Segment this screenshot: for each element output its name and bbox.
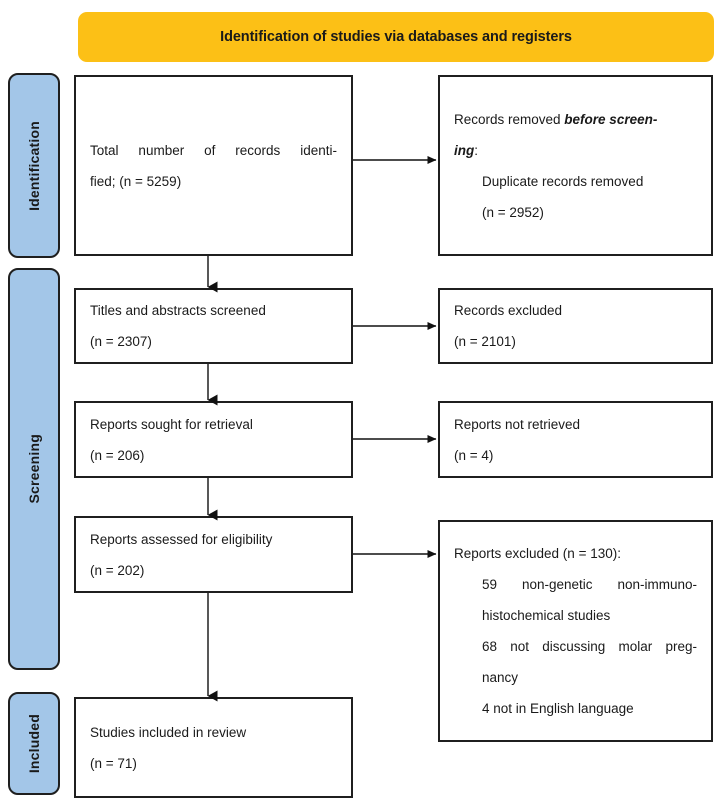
node-reports-excluded-line1: Reports excluded (n = 130): xyxy=(454,546,621,561)
node-studies-included-line1: Studies included in review xyxy=(90,724,247,740)
node-reports-sought-line2: (n = 206) xyxy=(90,447,145,463)
stage-rail-identification: Identification xyxy=(8,73,60,258)
node-reports-assessed-line2: (n = 202) xyxy=(90,562,145,578)
node-reports-excluded-line3: histochemical studies xyxy=(482,608,611,623)
node-records-removed: Records removed before screen- ing: Dupl… xyxy=(438,75,713,256)
phase-banner-identification: Identification of studies via databases … xyxy=(78,12,714,62)
node-records-identified: Total number of records identi- fied; (n… xyxy=(74,75,353,256)
node-reports-excluded-line5: nancy xyxy=(482,670,519,685)
node-records-removed-line2-suffix: : xyxy=(474,142,479,158)
node-titles-abstracts-screened: Titles and abstracts screened (n = 2307) xyxy=(74,288,353,364)
stage-rail-included: Included xyxy=(8,692,60,795)
node-reports-not-retrieved-line1: Reports not retrieved xyxy=(454,416,581,432)
node-reports-sought-line1: Reports sought for retrieval xyxy=(90,416,253,432)
node-reports-excluded: Reports excluded (n = 130): 59 non-genet… xyxy=(438,520,713,742)
node-records-removed-line3: Duplicate records removed xyxy=(482,173,644,189)
node-reports-assessed: Reports assessed for eligibility (n = 20… xyxy=(74,516,353,593)
node-reports-sought: Reports sought for retrieval (n = 206) xyxy=(74,401,353,478)
node-reports-not-retrieved: Reports not retrieved (n = 4) xyxy=(438,401,713,478)
node-reports-not-retrieved-line2: (n = 4) xyxy=(454,447,494,463)
node-records-removed-line2: ing: xyxy=(454,135,697,166)
node-reports-excluded-line2: 59 non-genetic non-immuno- xyxy=(482,577,697,592)
node-records-removed-line1: Records removed before screen- xyxy=(454,104,697,135)
node-records-removed-line4: (n = 2952) xyxy=(482,204,544,220)
node-titles-abstracts-screened-line1: Titles and abstracts screened xyxy=(90,303,266,318)
node-records-excluded-line1: Records excluded xyxy=(454,303,563,318)
phase-banner-label: Identification of studies via databases … xyxy=(220,29,572,45)
node-records-excluded-line2: (n = 2101) xyxy=(454,334,516,349)
node-titles-abstracts-screened-line2: (n = 2307) xyxy=(90,334,152,349)
node-records-identified-line2: fied; (n = 5259) xyxy=(90,173,182,189)
node-records-removed-line1-prefix: Records removed xyxy=(454,111,565,127)
stage-rail-screening: Screening xyxy=(8,268,60,670)
node-reports-excluded-line6: 4 not in English language xyxy=(482,701,634,716)
node-studies-included: Studies included in review (n = 71) xyxy=(74,697,353,798)
node-reports-assessed-line1: Reports assessed for eligibility xyxy=(90,531,273,547)
node-reports-excluded-line4: 68 not discussing molar preg- xyxy=(482,639,697,654)
node-records-removed-line2-italic: ing xyxy=(454,142,475,158)
node-studies-included-line2: (n = 71) xyxy=(90,755,137,771)
node-records-excluded: Records excluded (n = 2101) xyxy=(438,288,713,364)
node-records-identified-line1: Total number of records identi- xyxy=(90,142,337,158)
node-records-removed-line1-italic: before screen- xyxy=(564,111,658,127)
